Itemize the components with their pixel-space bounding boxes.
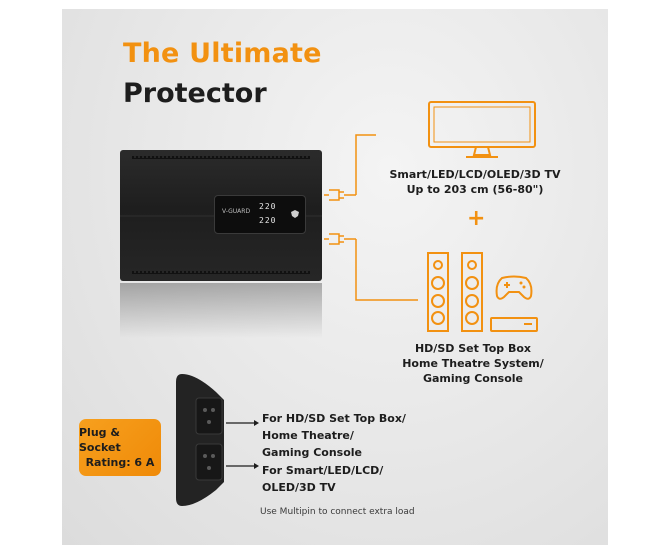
socket-bottom-line1: For Smart/LED/LCD/ [262, 464, 384, 477]
display-reading-bottom: 220 [259, 216, 277, 225]
display-shield-icon [291, 210, 299, 218]
tv-label-line1: Smart/LED/LCD/OLED/3D TV [389, 168, 561, 181]
speaker-icon-right [461, 252, 483, 332]
av-label-line1: HD/SD Set Top Box [414, 342, 532, 355]
headline-line1: The Ultimate [123, 38, 322, 69]
socket-bottom-line2: OLED/3D TV [262, 481, 336, 494]
speaker-icon-left [427, 252, 449, 332]
socket-top-line2: Home Theatre/ [262, 429, 354, 442]
socket-top-label: For HD/SD Set Top Box/ Home Theatre/ Gam… [262, 410, 406, 461]
rating-badge-line2: Rating: 6 A [85, 456, 155, 469]
socket-bottom-label: For Smart/LED/LCD/ OLED/3D TV [262, 462, 383, 496]
av-label-line3: Gaming Console [422, 372, 523, 385]
socket-side-view [176, 374, 224, 506]
socket-arrows [226, 420, 259, 469]
headline-line2: Protector [123, 78, 267, 109]
set-top-box-icon [490, 317, 538, 332]
plus-sign: + [467, 206, 486, 231]
av-label-line2: Home Theatre System/ [402, 357, 544, 370]
gamepad-icon [495, 275, 533, 300]
multipin-note: Use Multipin to connect extra load [260, 507, 415, 517]
tv-icon [428, 101, 536, 158]
device-brand-logo: V-GUARD [222, 208, 251, 215]
rating-badge: Plug & Socket Rating: 6 A [79, 419, 161, 476]
socket-top-line1: For HD/SD Set Top Box/ [262, 412, 406, 425]
display-reading-top: 220 [259, 202, 277, 211]
device-reflection [120, 283, 322, 338]
rating-badge-line1: Plug & Socket [79, 426, 121, 454]
tv-label: Smart/LED/LCD/OLED/3D TV Up to 203 cm (5… [380, 167, 570, 197]
socket-top-line3: Gaming Console [262, 446, 363, 459]
tv-label-line2: Up to 203 cm (56-80") [406, 183, 544, 196]
device-display: V-GUARD 220 220 [214, 195, 306, 234]
av-label: HD/SD Set Top Box Home Theatre System/ G… [393, 341, 553, 386]
